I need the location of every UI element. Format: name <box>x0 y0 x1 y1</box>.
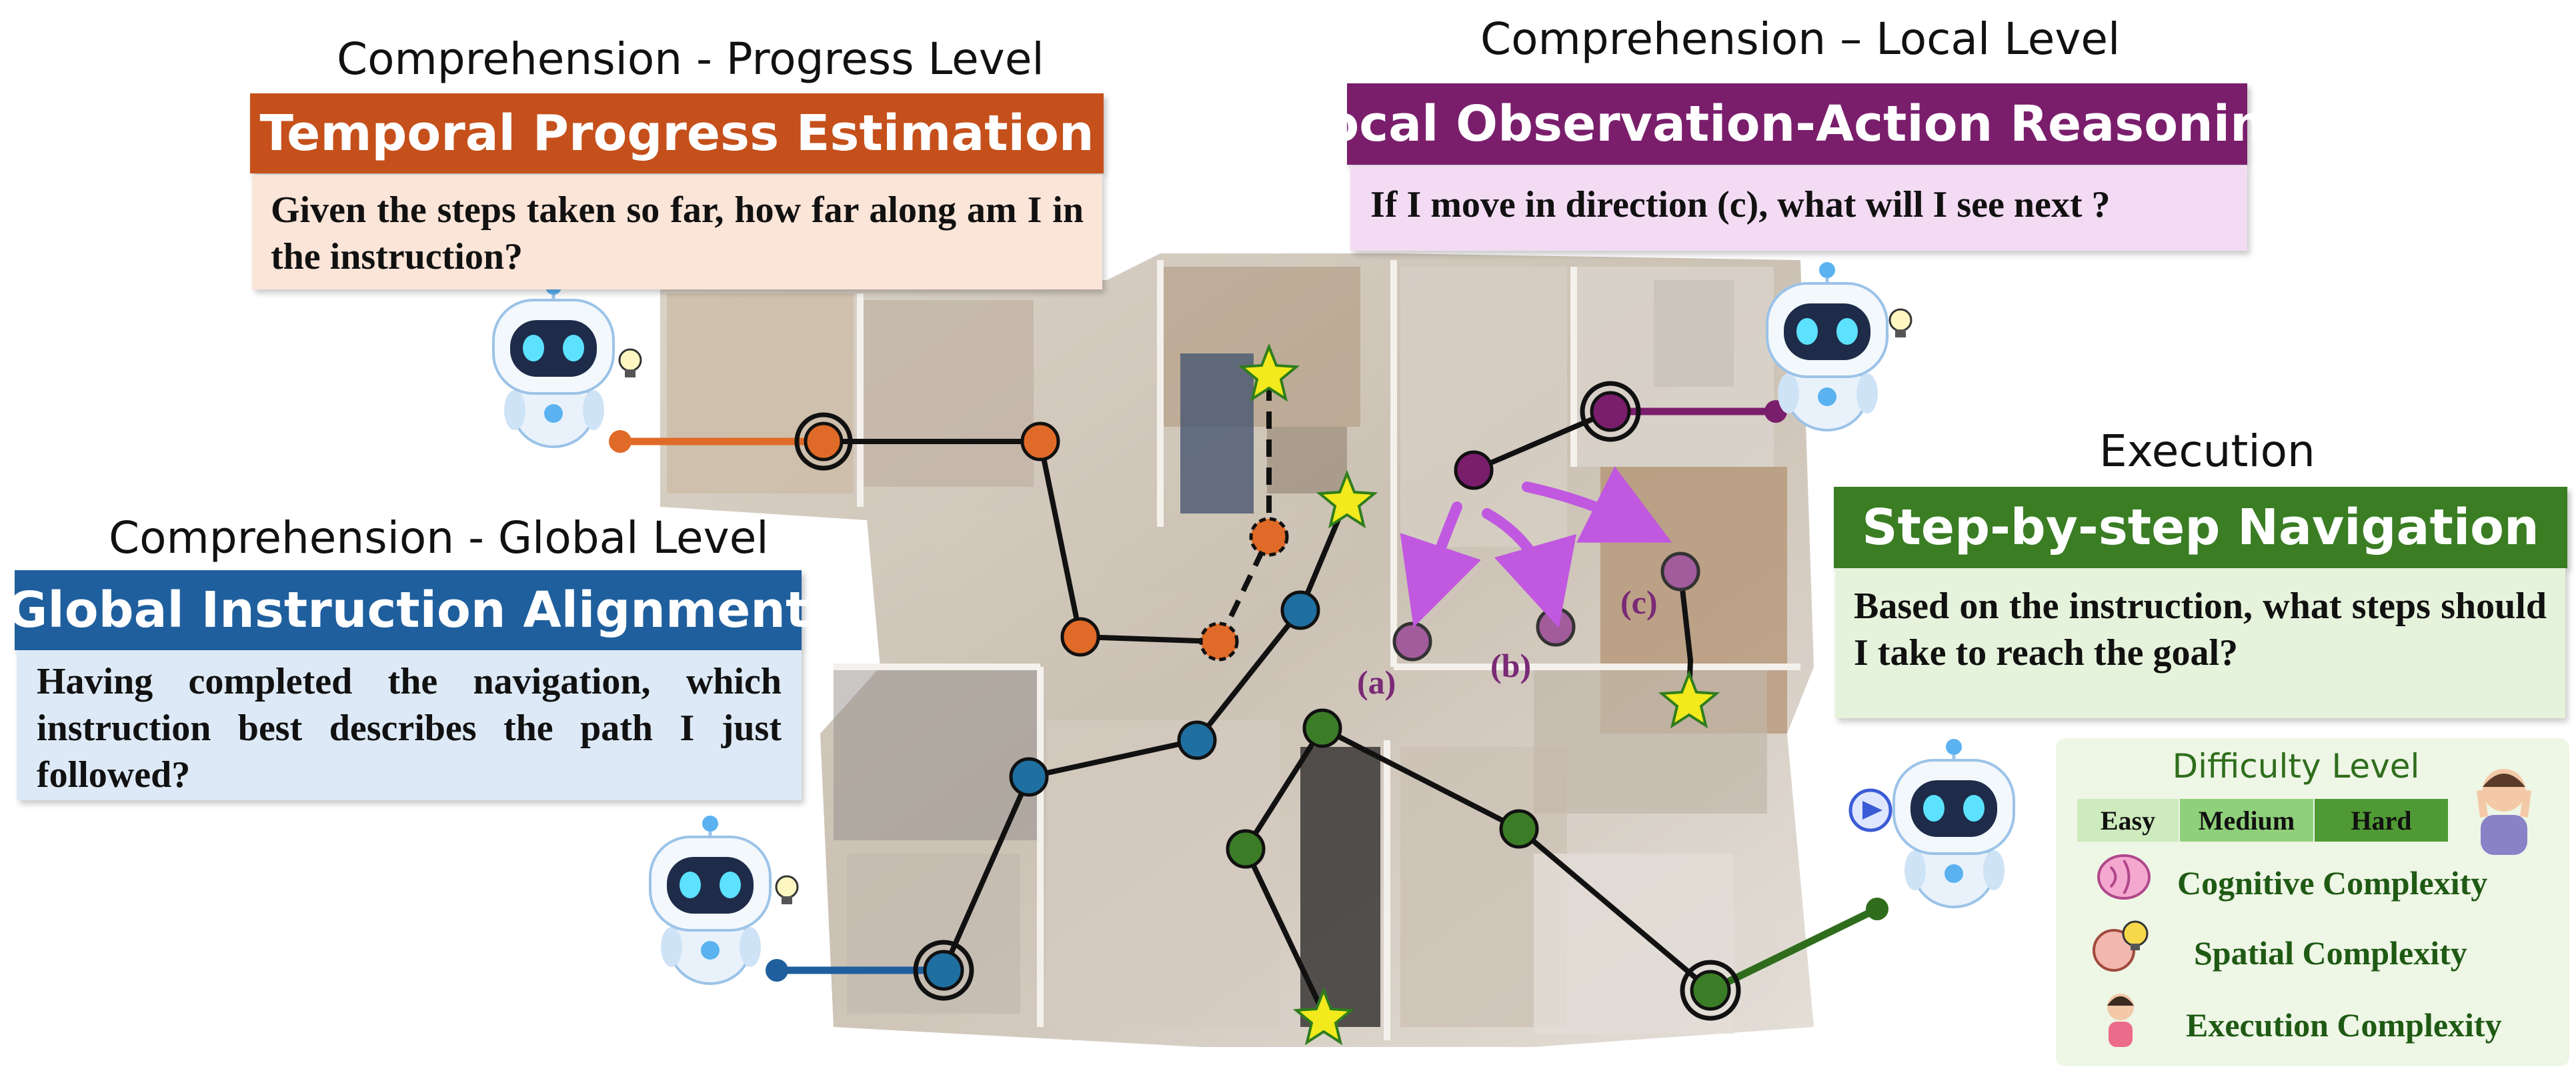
star-goal-icon <box>1658 670 1720 729</box>
execution-question: Based on the instruction, what steps sho… <box>1835 568 2565 718</box>
brain-icon <box>2097 854 2151 900</box>
global-question: Having completed the navigation, which i… <box>17 650 802 800</box>
lightbulb-icon <box>2093 920 2149 972</box>
local-banner: Local Observation-Action Reasoning <box>1294 83 2301 165</box>
star-goal-icon <box>1292 986 1355 1046</box>
global-level-heading: Comprehension - Global Level <box>109 512 769 564</box>
direction-label-c: (c) <box>1620 584 1658 621</box>
robot-icon <box>1766 262 1888 431</box>
difficulty-hard: Hard <box>2315 799 2448 842</box>
difficulty-easy: Easy <box>2077 799 2179 842</box>
cognitive-complexity-label: Cognitive Complexity <box>2177 864 2488 902</box>
robot-icon <box>649 816 772 985</box>
star-goal-icon <box>1238 343 1300 402</box>
execution-banner: Step-by-step Navigation <box>1834 487 2567 568</box>
spatial-complexity-label: Spatial Complexity <box>2194 934 2467 972</box>
local-question: If I move in direction (c), what will I … <box>1350 165 2247 251</box>
direction-label-b: (b) <box>1490 647 1531 684</box>
green-path <box>1226 708 1888 1046</box>
direction-arrows <box>1400 466 1672 628</box>
progress-question: Given the steps taken so far, how far al… <box>252 175 1102 289</box>
robot-icon <box>492 279 615 448</box>
direction-label-a: (a) <box>1357 664 1396 701</box>
lightbulb-icon <box>775 875 799 904</box>
execution-heading: Execution <box>2099 425 2315 477</box>
execution-complexity-label: Execution Complexity <box>2186 1006 2502 1044</box>
star-goal-icon <box>1316 469 1378 529</box>
difficulty-medium: Medium <box>2180 799 2313 842</box>
lightbulb-icon <box>1888 308 1912 337</box>
floor-plan <box>660 253 1814 1047</box>
local-level-heading: Comprehension – Local Level <box>1480 13 2121 65</box>
progress-level-heading: Comprehension - Progress Level <box>337 33 1044 85</box>
lightbulb-icon <box>618 348 642 377</box>
global-banner: Global Instruction Alignment <box>7 570 809 650</box>
child-icon <box>2107 994 2134 1047</box>
difficulty-title: Difficulty Level <box>2172 747 2420 786</box>
robot-icon <box>1892 739 2015 908</box>
orange-path <box>609 343 1300 662</box>
purple-path: (a) (b) (c) <box>1357 381 1787 729</box>
blue-path <box>766 469 1378 1001</box>
stressed-person-icon <box>2477 769 2531 855</box>
pointer-icon <box>1848 788 1892 832</box>
progress-banner: Temporal Progress Estimation <box>250 93 1104 173</box>
